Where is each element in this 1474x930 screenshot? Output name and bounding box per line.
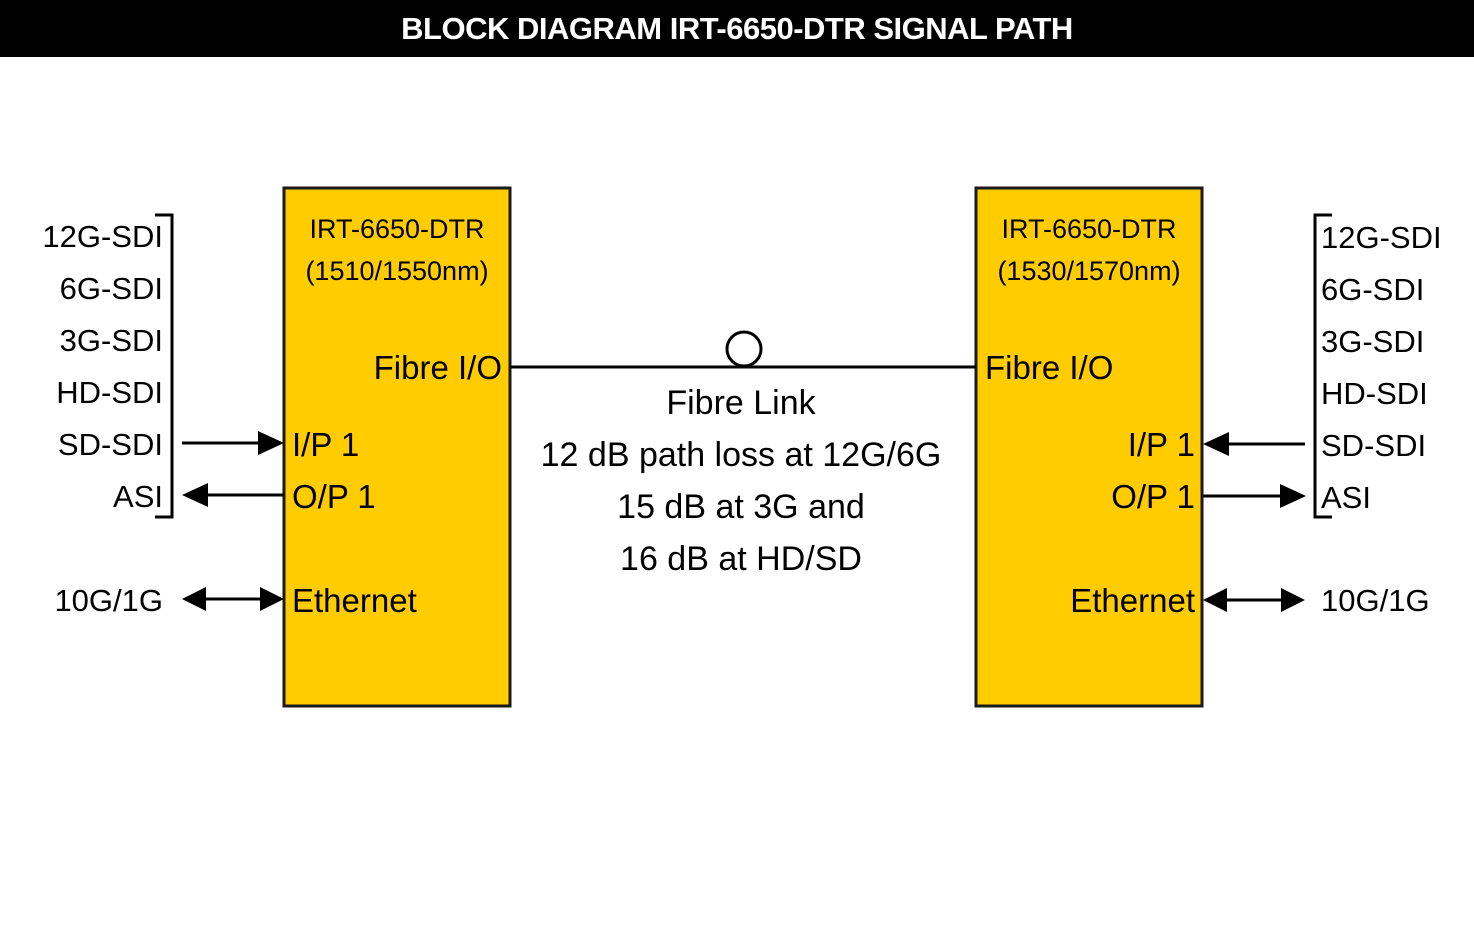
right-bracket (1313, 213, 1332, 519)
right-device: IRT-6650-DTR (1530/1570nm) Fibre I/O I/P… (974, 186, 1204, 708)
left-signal-list: 12G-SDI 6G-SDI 3G-SDI HD-SDI SD-SDI ASI (42, 213, 174, 519)
right-signal-list: 12G-SDI 6G-SDI 3G-SDI HD-SDI SD-SDI ASI (1313, 213, 1442, 519)
right-port-input: I/P 1 (1128, 426, 1195, 463)
right-device-wavelength: (1530/1570nm) (997, 256, 1180, 286)
left-ethernet-rate: 10G/1G (54, 583, 163, 618)
right-input-arrow (1203, 432, 1305, 456)
left-signal-hd: HD-SDI (56, 375, 163, 410)
left-signal-3g: 3G-SDI (60, 323, 163, 358)
diagram-title: BLOCK DIAGRAM IRT-6650-DTR SIGNAL PATH (401, 10, 1073, 46)
left-device: IRT-6650-DTR (1510/1550nm) Fibre I/O I/P… (282, 186, 512, 708)
fibre-link-loss-12g: 12 dB path loss at 12G/6G (541, 436, 942, 474)
left-port-fibre: Fibre I/O (374, 349, 502, 386)
left-bracket (155, 213, 174, 519)
arrow-head-icon (258, 431, 284, 455)
left-signal-6g: 6G-SDI (60, 271, 163, 306)
right-signal-12g: 12G-SDI (1321, 220, 1442, 255)
left-port-output: O/P 1 (292, 478, 376, 515)
left-signal-asi: ASI (113, 479, 163, 514)
arrow-head-icon (260, 587, 284, 611)
left-device-name: IRT-6650-DTR (309, 214, 484, 244)
left-signal-sd: SD-SDI (58, 427, 163, 462)
right-port-fibre: Fibre I/O (985, 349, 1113, 386)
right-port-ethernet: Ethernet (1070, 582, 1195, 619)
left-output-arrow (182, 483, 284, 507)
arrow-head-icon (182, 587, 206, 611)
right-signal-6g: 6G-SDI (1321, 272, 1424, 307)
fibre-coil-icon (725, 330, 763, 368)
fibre-link-loss-3g: 15 dB at 3G and (617, 488, 865, 526)
left-port-input: I/P 1 (292, 426, 359, 463)
fibre-link-loss-hd: 16 dB at HD/SD (620, 540, 862, 578)
left-ethernet-arrow (182, 587, 284, 611)
right-signal-sd: SD-SDI (1321, 428, 1426, 463)
arrow-head-icon (1203, 432, 1229, 456)
right-port-output: O/P 1 (1111, 478, 1195, 515)
fibre-link-title: Fibre Link (666, 384, 816, 422)
right-signal-3g: 3G-SDI (1321, 324, 1424, 359)
fibre-link: Fibre Link 12 dB path loss at 12G/6G 15 … (510, 330, 976, 578)
arrow-head-icon (182, 483, 208, 507)
right-output-arrow (1203, 484, 1306, 508)
left-port-ethernet: Ethernet (292, 582, 417, 619)
right-signal-asi: ASI (1321, 480, 1371, 515)
title-bar: BLOCK DIAGRAM IRT-6650-DTR SIGNAL PATH (0, 0, 1474, 57)
arrow-head-icon (1280, 484, 1306, 508)
right-device-name: IRT-6650-DTR (1001, 214, 1176, 244)
left-input-arrow (182, 431, 284, 455)
left-device-wavelength: (1510/1550nm) (305, 256, 488, 286)
arrow-head-icon (1281, 588, 1305, 612)
left-signal-12g: 12G-SDI (42, 219, 163, 254)
left-device-box (282, 186, 512, 708)
right-ethernet-rate: 10G/1G (1321, 583, 1430, 618)
arrow-head-icon (1203, 588, 1227, 612)
right-signal-hd: HD-SDI (1321, 376, 1428, 411)
right-device-box (974, 186, 1204, 708)
right-ethernet-arrow (1203, 588, 1305, 612)
